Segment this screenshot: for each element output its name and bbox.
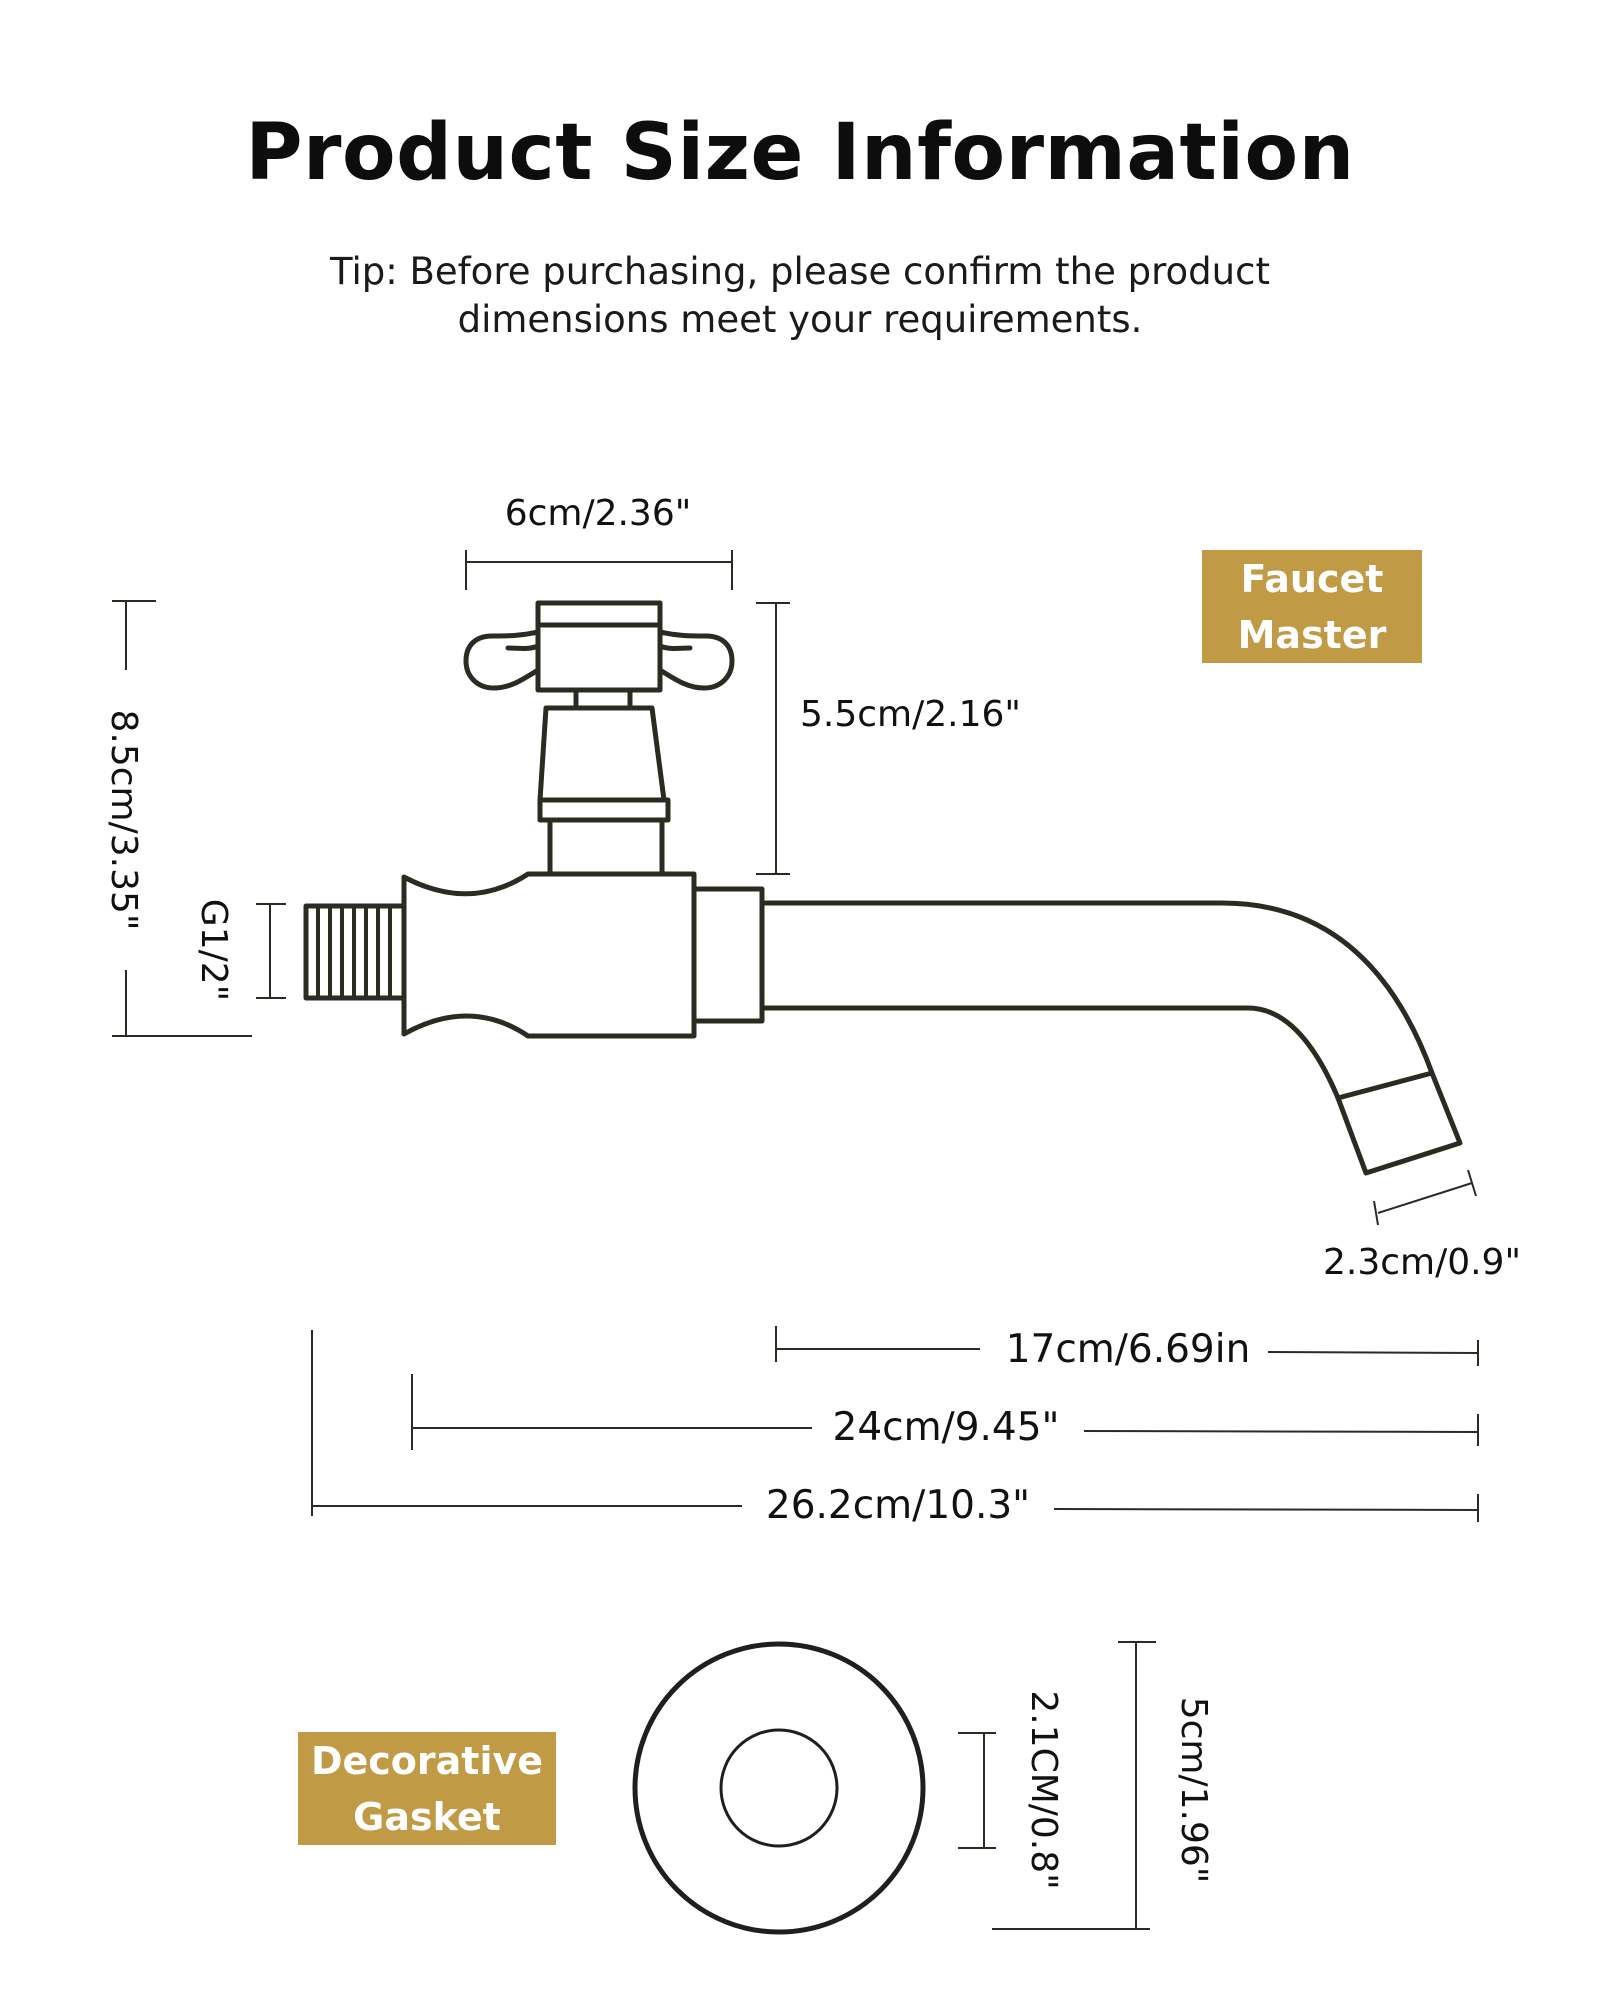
dim-handle-height [756,602,790,875]
faucet-badge-line-2: Master [1237,612,1387,657]
cross-handle [463,600,735,693]
gasket-badge-line-2: Gasket [353,1794,501,1839]
dim-body-length-label: 24cm/9.45" [833,1405,1060,1450]
dim-spout-length [775,1326,1479,1366]
tip-text: Tip: Before purchasing, please confirm t… [0,248,1600,344]
dim-outlet [1373,1169,1477,1226]
dim-body-length [411,1374,1479,1450]
dim-gasket-outer-label: 5cm/1.96" [1173,1697,1214,1884]
gasket-outer-ring [632,1641,926,1935]
dim-total-length [311,1330,1479,1522]
tip-line-2: dimensions meet your requirements. [457,298,1143,341]
spout [759,900,1435,1101]
dim-handle-width-label: 6cm/2.36" [505,493,692,534]
dim-total-height [112,600,252,1037]
bonnet [537,705,667,803]
stem-neck [573,687,633,711]
valve-body [401,871,697,1039]
dim-outlet-label: 2.3cm/0.9" [1323,1242,1521,1283]
tip-line-1: Tip: Before purchasing, please confirm t… [330,250,1270,293]
threaded-inlet [303,903,407,1001]
dim-handle-width [465,550,733,590]
dim-total-length-label: 26.2cm/10.3" [766,1483,1030,1528]
stem-ring [537,797,671,823]
decorative-gasket-badge: Decorative Gasket [298,1732,556,1845]
outlet-nozzle [1335,1070,1463,1176]
faucet-master-badge: Faucet Master [1202,550,1422,663]
gasket-inner-hole [719,1728,839,1848]
dim-handle-height-label: 5.5cm/2.16" [800,694,1021,735]
page-title: Product Size Information [245,108,1355,198]
body-collar [691,886,765,1024]
dim-thread [256,903,286,999]
dim-thread-label: G1/2" [193,899,234,1001]
dim-spout-length-label: 17cm/6.69in [1006,1327,1251,1372]
gasket-badge-line-1: Decorative [310,1738,544,1783]
dim-gasket-inner-label: 2.1CM/0.8" [1023,1690,1064,1889]
decorative-gasket [632,1641,926,1935]
valve-stem [547,817,665,877]
faucet-badge-line-1: Faucet [1240,556,1384,601]
dim-gasket-outer [992,1641,1156,1930]
dim-gasket-inner [958,1732,996,1849]
dim-total-height-label: 8.5cm/3.35" [103,710,144,931]
